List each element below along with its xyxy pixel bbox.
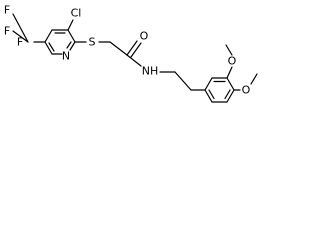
atom-cl: Cl	[71, 7, 82, 20]
bond-py-n-c2	[69, 41, 76, 51]
atom-o-methoxy-1: O	[228, 55, 237, 68]
bond-bz-4	[226, 89, 235, 103]
atom-f-2: F	[4, 25, 10, 38]
bond-bz-3	[226, 77, 235, 91]
atom-label-layer: F F F Cl N S O NH O O	[4, 4, 251, 97]
bond-c3-cl	[67, 19, 74, 31]
bond-cf3-f1	[12, 13, 29, 43]
atom-n-pyridine: N	[62, 50, 70, 63]
bond-cf3-f2	[12, 30, 29, 43]
bond-py-c4-c5	[44, 29, 53, 43]
bond-py-c2-c3	[67, 29, 76, 43]
bond-bz-ome1	[226, 66, 233, 79]
bond-bz-6	[204, 89, 213, 103]
bond-layer	[33, 19, 258, 103]
bond-py-c5-c6	[44, 41, 53, 55]
bond-bz-double-c	[208, 89, 215, 100]
cf3-bonds	[12, 13, 29, 43]
bond-co-nh	[126, 54, 142, 67]
bond-ch2-co	[109, 41, 128, 56]
atom-f-1: F	[4, 4, 10, 17]
atom-o-methoxy-2: O	[242, 84, 251, 97]
bond-ome1-ch3	[225, 44, 233, 56]
bond-ome2-ch3	[250, 73, 258, 85]
atom-nh-amide: NH	[142, 65, 159, 78]
atom-f-3: F	[17, 36, 23, 49]
bond-py-double-b	[48, 42, 55, 52]
bond-py-double-c	[66, 41, 72, 49]
atom-s: S	[89, 36, 96, 49]
atom-o-carbonyl: O	[140, 30, 149, 43]
bond-co-o-1	[126, 40, 138, 56]
bond-bz-1	[204, 77, 213, 91]
bond-ch2a-ch2b	[174, 71, 192, 91]
bond-co-o-2	[130, 42, 142, 58]
chemical-structure-diagram: F F F Cl N S O NH O O	[4, 4, 258, 103]
bond-bz-double-b	[224, 89, 231, 100]
